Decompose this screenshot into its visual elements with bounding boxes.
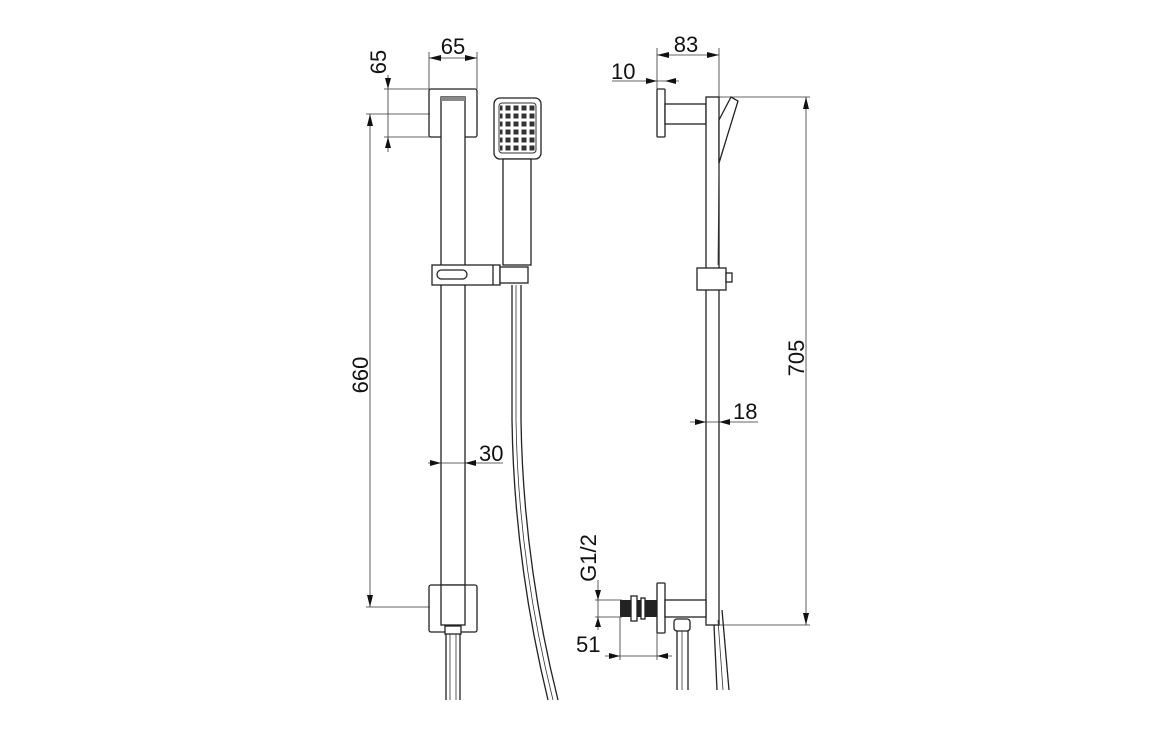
handset-holder: [499, 266, 529, 284]
dimension-bracket-depth: 65: [366, 50, 430, 152]
hose-nut: [444, 625, 462, 635]
dim-label: 51: [576, 632, 600, 657]
slider-side: [696, 267, 727, 291]
hose-connector: [673, 618, 691, 632]
top-arm: [664, 103, 707, 125]
outlet-wall-plate: [656, 582, 666, 634]
dimension-rail-width: 30: [428, 441, 503, 466]
shower-hose: [511, 285, 549, 701]
handshower-side: [718, 96, 739, 164]
slider-knob: [725, 272, 733, 283]
riser-rail: [440, 96, 466, 628]
dim-label: 18: [733, 399, 757, 424]
dim-label: 65: [441, 34, 465, 59]
handshower-handle: [502, 158, 532, 266]
dimension-plate-thickness: 10: [611, 59, 679, 84]
riser-rail-side: [705, 96, 720, 626]
side-view: 83 10 705 18 G1/2: [576, 32, 810, 691]
threaded-inlet: [620, 600, 657, 617]
dim-label: G1/2: [576, 534, 601, 582]
dimension-rail-depth: 18: [690, 399, 758, 425]
dimension-bracket-width: 65: [428, 34, 478, 89]
dim-label: 30: [479, 441, 503, 466]
rail-cap: [441, 97, 465, 101]
top-wall-plate: [656, 88, 666, 138]
dimension-overall-height: 705: [719, 96, 810, 626]
front-view: 65 65 660 30: [348, 34, 559, 701]
outlet-arm: [664, 599, 707, 618]
dim-label: 83: [674, 32, 698, 57]
rail-bottom: [440, 584, 466, 626]
dimension-thread: G1/2: [576, 534, 622, 630]
spray-nozzles: [500, 104, 535, 152]
dim-label: 705: [784, 340, 809, 377]
dimension-rail-height: 660: [348, 113, 430, 608]
dim-label: 10: [611, 59, 635, 84]
dim-label: 660: [348, 357, 373, 394]
dim-label: 65: [366, 50, 391, 74]
lock-nut: [630, 595, 638, 622]
dimension-projection: 83: [656, 32, 720, 97]
slider-bracket: [431, 264, 501, 286]
slider-button: [436, 269, 468, 280]
dimension-outlet-projection: 51: [576, 617, 672, 660]
